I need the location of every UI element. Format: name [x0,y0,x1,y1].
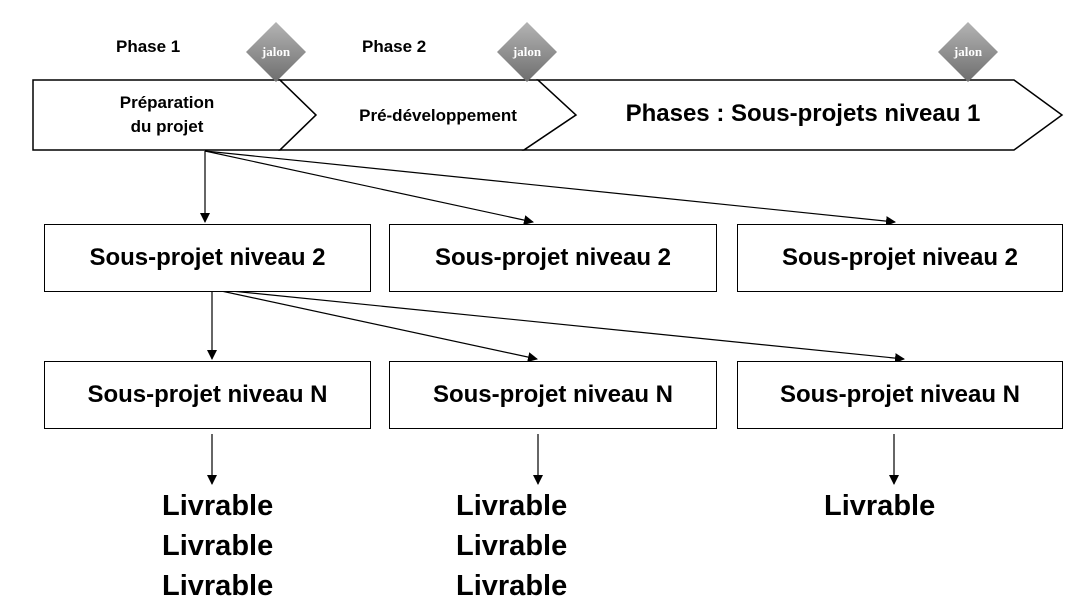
milestone-label: jalon [512,44,542,59]
subproject-level2-box: Sous-projet niveau 2 [389,224,717,292]
milestone-label: jalon [953,44,983,59]
arrow-phase-to-level2-2 [204,150,534,225]
chevron-pre-developpement-label: Pré-développement [359,106,517,125]
deliverable-label: Livrable [162,490,274,522]
milestone-label: jalon [261,44,291,59]
chevron-sous-projets-niveau-1 [521,79,1064,151]
phase-1-label: Phase 1 [116,37,181,56]
deliverable-label: Livrable [456,490,568,522]
arrow-phase-to-level2-3 [204,150,896,227]
deliverable-label: Livrable [162,570,274,602]
arrow-level2-to-levelN-2 [211,288,538,362]
phase-2-label: Phase 2 [362,37,427,56]
chevron-preparation-label: Préparation du projet [119,93,215,136]
deliverable-label: Livrable [456,530,568,562]
chevron-sous-projets-niveau-1-label: Phases : Sous-projets niveau 1 [625,100,981,127]
subproject-levelN-box: Sous-projet niveau N [44,361,371,429]
milestone-jalon-3: jalon [938,22,998,82]
deliverable-label: Livrable [162,530,274,562]
arrow-level2-to-levelN-3 [211,288,905,364]
deliverable-label: Livrable [456,570,568,602]
subproject-levelN-box: Sous-projet niveau N [737,361,1063,429]
subproject-level2-box: Sous-projet niveau 2 [44,224,371,292]
milestone-jalon-1: jalon [246,22,306,82]
subproject-levelN-box: Sous-projet niveau N [389,361,717,429]
deliverable-label: Livrable [824,490,936,522]
subproject-level2-box: Sous-projet niveau 2 [737,224,1063,292]
milestone-jalon-2: jalon [497,22,557,82]
